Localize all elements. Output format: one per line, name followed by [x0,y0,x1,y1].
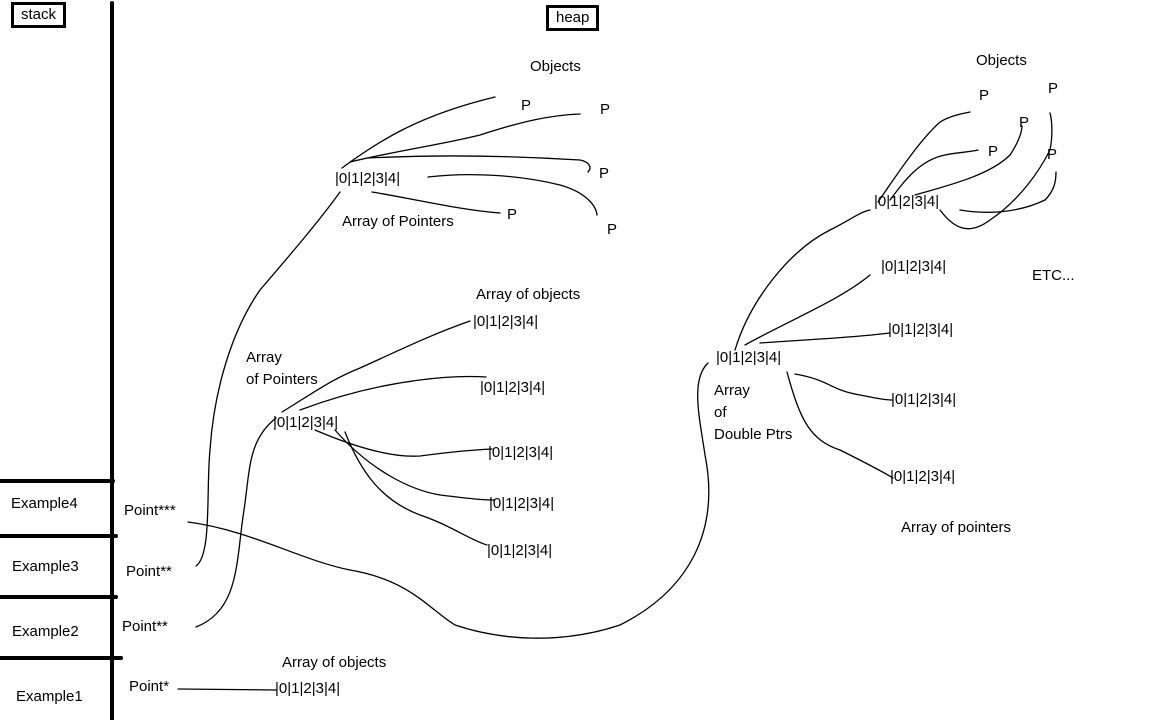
object-p: P [979,87,990,104]
label-array-of-double-ptrs: Array of Double Ptrs [714,382,793,443]
frame-example1: Example1 [16,688,83,705]
label-array-of-pointers-mid: Array of Pointers [246,349,318,388]
label-etc: ETC... [1032,267,1075,284]
label-array-of-pointers-top: Array of Pointers [342,213,454,230]
array-pointers-top: |0|1|2|3|4| [335,170,401,187]
pointer-type-example1: Point* [129,678,170,695]
array-pointers-right-4: |0|1|2|3|4| [891,391,957,408]
object-p: P [988,143,999,160]
array-pointers-right-3: |0|1|2|3|4| [888,321,954,338]
array-pointers-mid: |0|1|2|3|4| [273,414,339,431]
array-pointers-right-2: |0|1|2|3|4| [881,258,947,275]
pointer-type-example2: Point** [122,618,168,635]
array-pointers-right: |0|1|2|3|4| [874,193,940,210]
array-objects-mid-2: |0|1|2|3|4| [480,379,546,396]
stack-header: stack [11,2,67,28]
frame-example3: Example3 [12,558,79,575]
heap-header: heap [546,5,600,31]
stack-header-label: stack [21,6,57,23]
object-p: P [1048,80,1059,97]
array-double-ptrs: |0|1|2|3|4| [716,349,782,366]
object-p: P [599,165,610,182]
array-objects-bottom: |0|1|2|3|4| [275,680,341,697]
object-p: P [600,101,611,118]
label-objects-left: Objects [530,58,581,75]
array-objects-mid-4: |0|1|2|3|4| [489,495,555,512]
label-array-of-pointers-right: Array of pointers [901,519,1012,536]
object-p: P [507,206,518,223]
array-objects-mid-3: |0|1|2|3|4| [488,444,554,461]
pointer-type-example4: Point*** [124,502,176,519]
frame-example4: Example4 [11,495,78,512]
label-array-of-objects-mid: Array of objects [476,286,581,303]
object-p: P [607,221,618,238]
object-p: P [1019,114,1030,131]
pointer-type-example3: Point** [126,563,172,580]
object-p: P [1047,146,1058,163]
heap-header-label: heap [556,9,590,26]
label-array-of-objects-bottom: Array of objects [282,654,387,671]
array-objects-mid-1: |0|1|2|3|4| [473,313,539,330]
array-objects-mid-5: |0|1|2|3|4| [487,542,553,559]
array-pointers-right-5: |0|1|2|3|4| [890,468,956,485]
frame-example2: Example2 [12,623,79,640]
object-p: P [521,97,532,114]
label-objects-right: Objects [976,52,1027,69]
